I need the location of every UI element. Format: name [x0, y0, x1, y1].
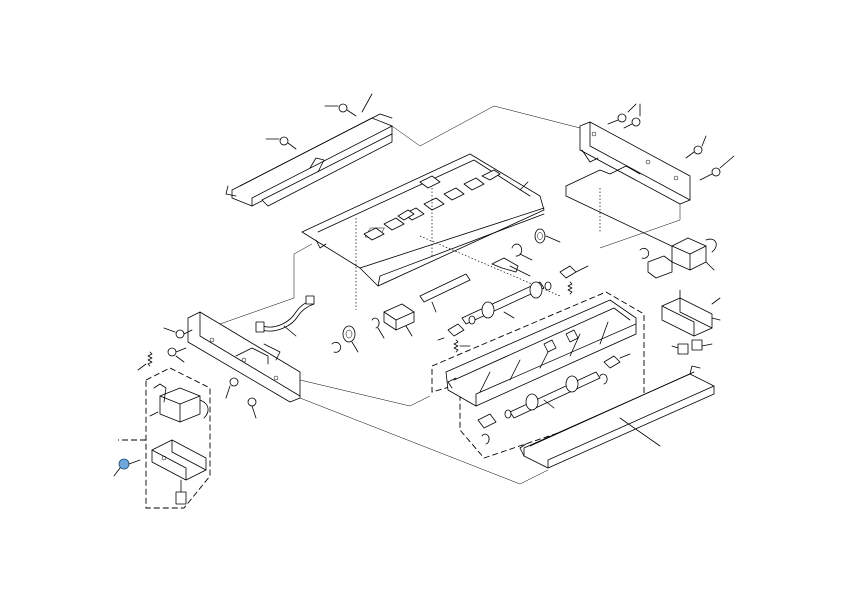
lower-clip-parts	[477, 353, 631, 445]
small-clip-left	[437, 323, 465, 341]
solenoid-right	[639, 237, 717, 279]
screw-left-frame-1	[163, 327, 193, 339]
upper-roller-shaft	[419, 273, 552, 325]
holder-block	[383, 303, 415, 337]
lower-guide-dashed-outline	[431, 291, 645, 459]
spring-far-left	[137, 351, 153, 371]
solenoid-bracket-right	[661, 289, 721, 337]
top-left-rail-bracket	[225, 113, 393, 207]
screw-right-bracket	[671, 339, 713, 355]
bushing-ring-right	[511, 228, 561, 261]
reference-line-left	[299, 379, 431, 407]
spring-right	[559, 265, 589, 295]
drive-gear-bracket	[491, 257, 531, 277]
lower-transport-guide	[445, 299, 637, 407]
reference-line-top	[391, 105, 581, 147]
screw-left-frame-4	[247, 397, 257, 419]
top-right-side-frame	[565, 121, 691, 251]
gear-bushing-left	[331, 325, 359, 353]
left-dashed-assembly	[118, 367, 211, 509]
reference-line-left-3	[293, 243, 313, 255]
left-side-frame	[187, 311, 301, 403]
bottom-long-plate	[519, 365, 715, 469]
e-ring-left	[371, 317, 385, 339]
reference-line-left-2	[219, 254, 295, 325]
screw-top-left-1	[324, 103, 357, 117]
screw-bottom-left	[175, 479, 187, 505]
leader-top-rail	[361, 93, 373, 113]
lower-roller-shaft	[504, 371, 601, 419]
screw-top-right-group	[607, 103, 735, 181]
reference-line-bottom	[299, 397, 549, 485]
mounting-bracket-left	[151, 439, 207, 481]
screw-top-left-2	[265, 136, 297, 150]
spring-left-center	[453, 339, 471, 353]
screw-highlighted	[113, 458, 141, 477]
screw-left-frame-2	[167, 347, 187, 363]
wire-harness	[255, 295, 315, 337]
screw-left-frame-3	[225, 377, 239, 399]
reference-line-right	[599, 204, 681, 249]
solenoid-left	[149, 383, 209, 423]
upper-guide-plate	[301, 153, 545, 287]
